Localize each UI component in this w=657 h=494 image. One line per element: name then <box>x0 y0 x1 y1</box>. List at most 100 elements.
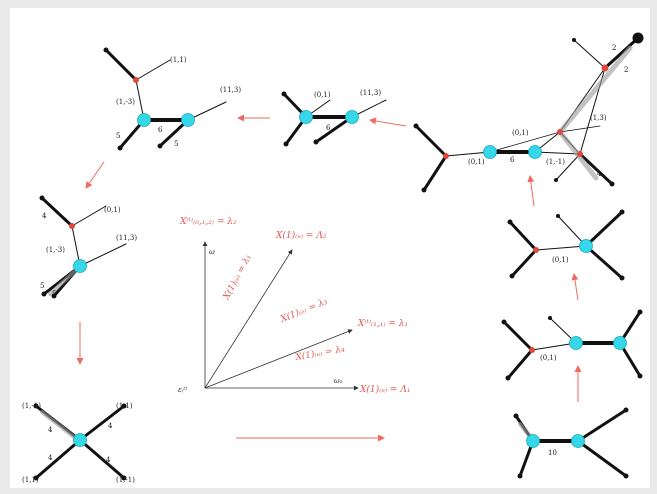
red-node <box>557 129 563 135</box>
end-node <box>637 373 643 379</box>
edge <box>555 153 581 181</box>
graph-bottom-right: 10 <box>513 407 629 479</box>
edge-label: (1,-1) <box>22 402 41 410</box>
edge-label: (1,1) <box>22 476 39 484</box>
cyan-node <box>73 259 87 273</box>
end-node <box>117 145 123 151</box>
edge <box>314 115 354 144</box>
end-node <box>548 316 552 320</box>
end-node <box>505 375 511 381</box>
edge <box>78 438 126 480</box>
end-node <box>313 139 319 145</box>
edge <box>559 125 601 133</box>
end-node <box>413 123 419 129</box>
slit <box>48 268 78 296</box>
edge <box>578 152 614 186</box>
ray <box>204 249 293 389</box>
end-node <box>33 475 39 481</box>
slit <box>557 45 633 135</box>
graph-right-middle: (0,1) <box>501 309 643 381</box>
transition-arrow <box>85 161 105 189</box>
edge-label: (1,3) <box>590 114 607 122</box>
end-node <box>121 475 127 481</box>
edge-label: (11,3) <box>220 86 241 94</box>
cyan-node <box>73 433 87 447</box>
end-node <box>281 91 287 97</box>
edge-label: (1,-3) <box>116 98 135 106</box>
edge <box>584 244 624 280</box>
end-node <box>41 291 47 297</box>
edge-label: (0,1) <box>104 206 121 214</box>
weight-label: 2 <box>612 44 616 52</box>
equation: X(1)₍ₑ₎ = λ₁ <box>220 252 253 302</box>
end-node <box>513 413 519 419</box>
weight-label: 5 <box>174 140 178 148</box>
equation: X(1)₍ₑ₎ = Λ₁ <box>359 384 410 395</box>
cyan-node <box>569 336 583 350</box>
ray <box>204 329 353 389</box>
cyan-node <box>526 434 540 448</box>
cyan-node <box>299 110 313 124</box>
end-node <box>157 143 163 149</box>
equation: X(1)₍ₑ₎ = Λ₂ <box>275 230 327 241</box>
cyan-node <box>571 434 585 448</box>
end-node <box>623 407 629 413</box>
end-node <box>103 47 109 53</box>
axis-label-x: ω₂ <box>334 377 343 385</box>
end-node <box>509 273 515 279</box>
equation: X⁽ᵗ⁾₍₁,₁₎ = λ₁ <box>357 318 408 329</box>
weight-label: 4 <box>48 426 53 434</box>
red-node <box>443 153 449 159</box>
weight-label: 6 <box>510 156 515 164</box>
edge <box>576 439 628 478</box>
red-node <box>577 151 583 157</box>
edge <box>510 248 538 278</box>
degeneration-diagram: (0,1) (0,1) (1,-1) (1,3) 2 2 6 4 (0,1) (… <box>22 32 644 484</box>
end-node <box>33 403 39 409</box>
transition-arrow <box>571 273 579 301</box>
red-node <box>133 77 139 83</box>
end-node <box>121 403 127 409</box>
equation: X(1)₍ₑ₎ = λ₄ <box>294 343 346 363</box>
end-node <box>554 178 558 182</box>
edge <box>531 342 577 351</box>
end-node <box>51 293 57 299</box>
end-node <box>501 319 507 325</box>
weight-label: 2 <box>624 66 628 74</box>
end-node <box>421 187 427 193</box>
graph-top-middle: (0,1) (11,3) 6 <box>281 89 387 147</box>
edge <box>576 408 628 443</box>
weight-label: 5 <box>116 132 120 140</box>
edge <box>489 131 561 153</box>
edge <box>584 210 624 248</box>
weight-label: 10 <box>548 449 557 457</box>
end-node <box>507 219 513 225</box>
edge <box>414 124 448 158</box>
edge <box>40 196 74 228</box>
edge-label: (1,-1) <box>546 158 565 166</box>
edge <box>534 151 581 155</box>
weight-label: 5 <box>52 290 56 298</box>
graph-bottom-left: (1,-1) (1,1) (1,1) (1,-1) 4 4 4 4 <box>22 402 135 484</box>
graph-mid-left: (0,1) (11,3) (1,-3) 4 5 5 <box>39 195 137 299</box>
transition-arrow <box>527 175 535 207</box>
end-node <box>609 181 615 187</box>
edge-label: (0,1) <box>468 158 485 166</box>
end-node <box>637 309 643 315</box>
edge <box>445 151 491 157</box>
end-node <box>623 473 629 479</box>
edge <box>34 438 82 480</box>
slit <box>40 410 80 442</box>
graph-top-left: (1,1) (11,3) (1,-3) 6 5 5 <box>103 47 241 151</box>
weight-label: 4 <box>42 212 47 220</box>
equation: X⁽ᵗ⁾₍₀,₁,₂₎ = λ₂ <box>179 216 237 227</box>
graph-right-upper: (0,1) <box>507 209 625 281</box>
red-node <box>601 64 609 72</box>
end-node <box>283 141 289 147</box>
weight-label: 4 <box>108 422 113 430</box>
edge-label: (0,1) <box>540 354 557 362</box>
end-node <box>572 38 576 42</box>
edge <box>506 348 534 380</box>
edge <box>187 101 227 121</box>
